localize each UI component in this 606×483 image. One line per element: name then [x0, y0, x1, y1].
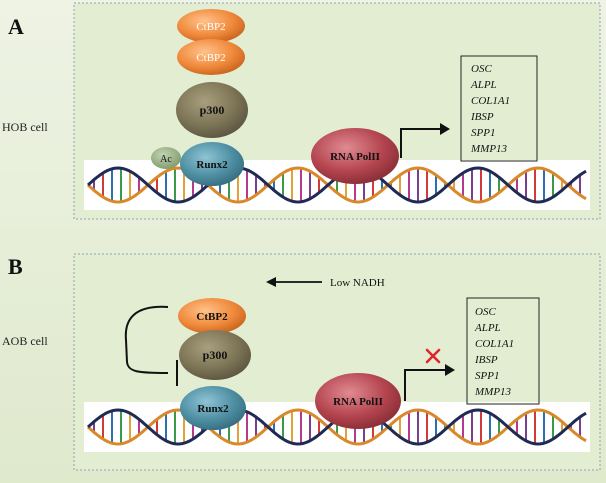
- panel-a-letter: A: [8, 14, 24, 39]
- arrowhead-a: [440, 123, 450, 135]
- p300-a: p300: [176, 82, 248, 138]
- rna-pol-a: RNA PolII: [311, 128, 399, 184]
- nadh-arrowhead: [266, 277, 276, 287]
- svg-text:CtBP2: CtBP2: [196, 311, 228, 323]
- gene-item: COL1A1: [475, 338, 514, 350]
- runx2-b: Runx2: [180, 386, 246, 430]
- svg-text:p300: p300: [200, 103, 225, 117]
- inhibition-bracket: [124, 305, 169, 374]
- gene-box-b: [466, 297, 540, 405]
- nadh-label: Low NADH: [330, 277, 385, 289]
- gene-item: OSC: [475, 306, 496, 318]
- panel-b-cell-label: AOB cell: [2, 334, 48, 348]
- svg-text:Runx2: Runx2: [197, 403, 229, 415]
- svg-text:RNA PolII: RNA PolII: [333, 396, 383, 408]
- svg-text:Ac: Ac: [160, 154, 172, 165]
- runx2-a: Runx2: [180, 142, 244, 186]
- gene-item: SPP1: [475, 370, 499, 382]
- panel-a-cell-label: HOB cell: [2, 120, 48, 134]
- gene-list-b: OSC ALPL COL1A1 IBSP SPP1 MMP13: [474, 306, 514, 398]
- dna-strand: [86, 166, 587, 204]
- gene-list-a: OSC ALPL COL1A1 IBSP SPP1 MMP13: [470, 63, 510, 155]
- gene-item: ALPL: [470, 79, 497, 91]
- gene-item: MMP13: [474, 386, 512, 398]
- block-x-icon: [425, 348, 441, 364]
- panel-b-letter: B: [8, 254, 23, 279]
- arrowhead-b: [445, 364, 455, 376]
- gene-item: IBSP: [474, 354, 498, 366]
- gene-item: SPP1: [471, 127, 495, 139]
- rna-pol-b: RNA PolII: [315, 373, 401, 429]
- panel-a: A HOB cell CtBP2 CtBP2 p300 Ac Runx2: [2, 2, 601, 220]
- transcription-arrow-b: [404, 369, 445, 401]
- svg-text:CtBP2: CtBP2: [196, 21, 225, 33]
- transcription-arrow-a: [400, 128, 440, 158]
- svg-text:Runx2: Runx2: [196, 159, 228, 171]
- ctbp2-b: CtBP2: [178, 298, 246, 334]
- gene-item: COL1A1: [471, 95, 510, 107]
- dna-strand: [86, 408, 587, 446]
- svg-text:p300: p300: [203, 348, 228, 362]
- ctbp2-bottom-a: CtBP2: [177, 39, 245, 75]
- svg-text:CtBP2: CtBP2: [196, 52, 225, 64]
- gene-item: OSC: [471, 63, 492, 75]
- ctbp2-top-a: CtBP2: [177, 9, 245, 43]
- svg-text:RNA PolII: RNA PolII: [330, 151, 380, 163]
- gene-box-a: [460, 55, 538, 162]
- gene-item: IBSP: [470, 111, 494, 123]
- panel-b: B AOB cell Low NADH CtBP2 p300 Runx2 RNA…: [2, 253, 601, 471]
- gene-item: MMP13: [470, 143, 508, 155]
- gene-item: ALPL: [474, 322, 501, 334]
- p300-b: p300: [179, 330, 251, 380]
- ac-a: Ac: [151, 147, 181, 169]
